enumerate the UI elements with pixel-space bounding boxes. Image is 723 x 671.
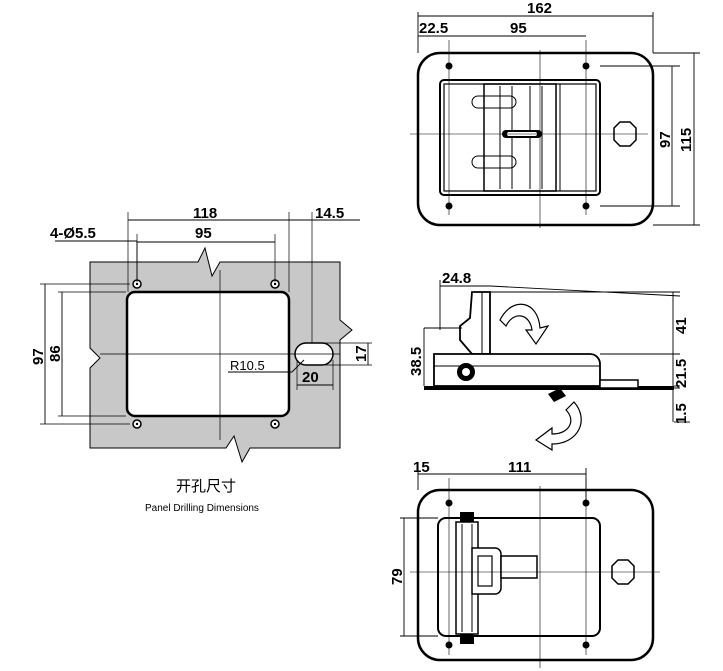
- caption-english: Panel Drilling Dimensions: [145, 503, 259, 514]
- dim-79: 79: [389, 568, 406, 585]
- dim-86-panel: 86: [47, 345, 64, 362]
- dim-holes: 4-Ø5.5: [50, 225, 96, 242]
- back-mounting-holes: [445, 499, 590, 649]
- dim-95-top: 95: [510, 20, 527, 37]
- caption-chinese: 开孔尺寸: [176, 477, 236, 495]
- dim-97-top: 97: [657, 131, 674, 148]
- dim-20-panel: 20: [302, 369, 319, 386]
- top-view: 162 22.5 95 97 115: [410, 0, 700, 228]
- dim-14-5: 14.5: [315, 205, 344, 222]
- dim-162: 162: [527, 0, 552, 17]
- rotation-arrow-bottom: [534, 401, 582, 452]
- panel-drilling-view: 118 14.5 4-Ø5.5 95 97 86 17 R10.5 20 开孔尺…: [30, 205, 372, 514]
- dim-r10-5: R10.5: [230, 358, 265, 373]
- dim-24-8: 24.8: [442, 270, 471, 287]
- back-view: 15 111 79: [389, 459, 660, 668]
- dim-95-panel: 95: [195, 225, 212, 242]
- back-latch-bolt: [500, 555, 538, 579]
- dim-115-top: 115: [678, 128, 695, 152]
- dim-118: 118: [193, 205, 217, 222]
- dim-1-5: 1.5: [673, 403, 690, 424]
- dim-38-5: 38.5: [408, 347, 425, 376]
- panel-center-lines: [100, 270, 340, 440]
- dim-21-5: 21.5: [673, 359, 690, 388]
- dim-41: 41: [673, 317, 690, 334]
- dim-15: 15: [413, 459, 430, 476]
- side-view: 24.8 41 38.5 21.5 1.5: [408, 270, 690, 452]
- side-flange: [424, 386, 674, 390]
- rotation-arrow-top: [499, 303, 550, 346]
- dim-22-5: 22.5: [419, 20, 448, 37]
- dim-97-panel: 97: [30, 348, 47, 365]
- side-paddle: [459, 291, 491, 355]
- dim-17-panel: 17: [353, 345, 370, 362]
- dim-111: 111: [508, 459, 531, 476]
